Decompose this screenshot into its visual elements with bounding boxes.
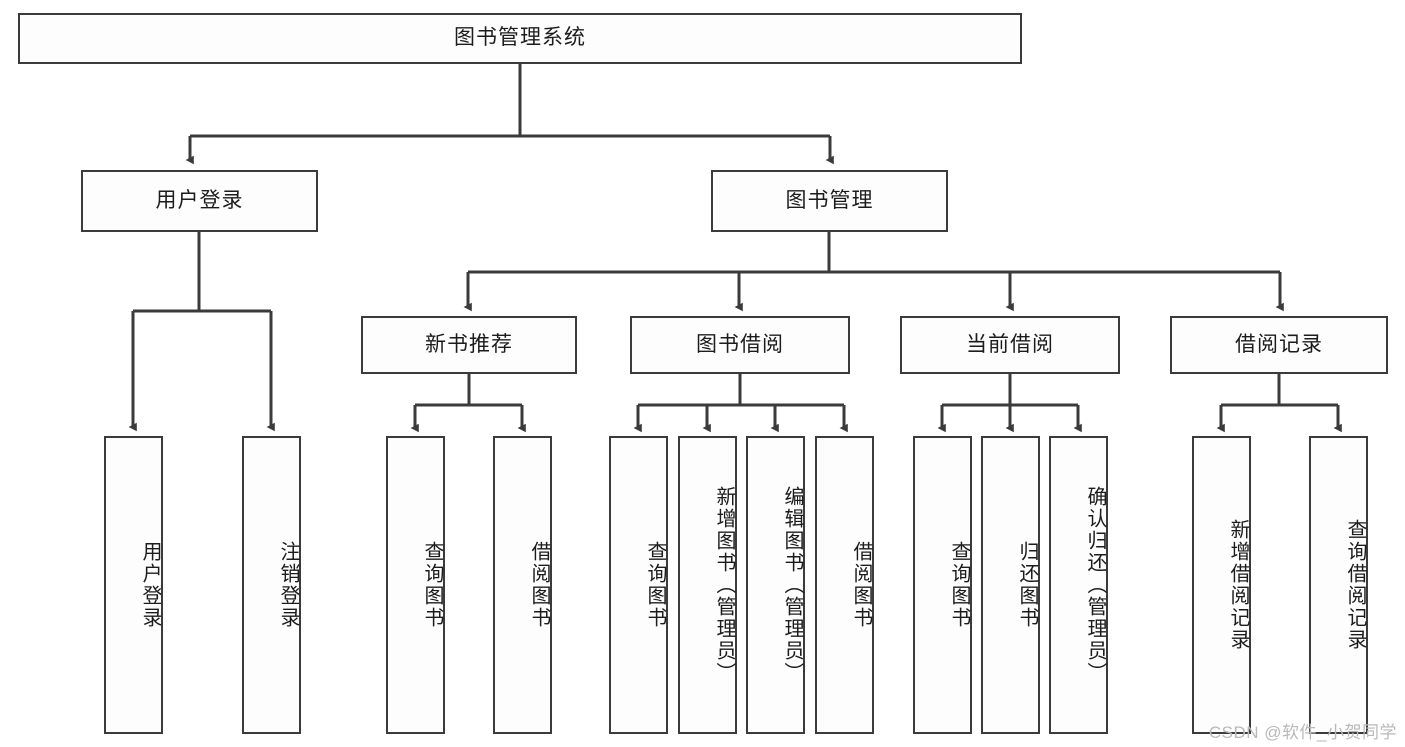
node-label: 确认归还（管理员） bbox=[1084, 486, 1106, 684]
node-leaf-add-book-admin[interactable]: 新增图书（管理员） bbox=[678, 436, 737, 734]
node-label: 新增图书（管理员） bbox=[713, 486, 735, 684]
node-label: 注销登录 bbox=[277, 541, 299, 629]
node-label: 查询图书 bbox=[948, 541, 970, 629]
node-label: 新增借阅记录 bbox=[1227, 519, 1249, 651]
node-root-system[interactable]: 图书管理系统 bbox=[18, 13, 1022, 64]
node-leaf-borrow-book[interactable]: 借阅图书 bbox=[815, 436, 874, 734]
node-leaf-confirm-return-admin[interactable]: 确认归还（管理员） bbox=[1049, 436, 1108, 734]
node-label: 借阅图书 bbox=[850, 541, 872, 629]
node-new-book-recommend[interactable]: 新书推荐 bbox=[361, 316, 577, 374]
node-label: 用户登录 bbox=[155, 188, 244, 212]
node-label: 当前借阅 bbox=[966, 332, 1054, 356]
node-leaf-add-borrow-record[interactable]: 新增借阅记录 bbox=[1192, 436, 1251, 734]
node-leaf-logout[interactable]: 注销登录 bbox=[242, 436, 301, 734]
node-leaf-user-login[interactable]: 用户登录 bbox=[104, 436, 163, 734]
node-leaf-query-book-current[interactable]: 查询图书 bbox=[913, 436, 972, 734]
node-label: 新书推荐 bbox=[425, 332, 513, 356]
node-book-management[interactable]: 图书管理 bbox=[711, 170, 948, 232]
node-label: 归还图书 bbox=[1016, 541, 1038, 629]
node-label: 图书管理系统 bbox=[454, 26, 586, 50]
node-label: 查询图书 bbox=[644, 541, 666, 629]
node-label: 用户登录 bbox=[139, 541, 161, 629]
node-user-login[interactable]: 用户登录 bbox=[81, 170, 318, 232]
node-leaf-borrow-book-recommend[interactable]: 借阅图书 bbox=[493, 436, 552, 734]
node-borrow-record[interactable]: 借阅记录 bbox=[1170, 316, 1388, 374]
node-leaf-query-book-recommend[interactable]: 查询图书 bbox=[386, 436, 445, 734]
watermark-text: CSDN @软件_小贺同学 bbox=[1208, 723, 1397, 742]
node-book-borrow[interactable]: 图书借阅 bbox=[630, 316, 850, 374]
node-label: 图书管理 bbox=[785, 188, 874, 212]
node-leaf-edit-book-admin[interactable]: 编辑图书（管理员） bbox=[746, 436, 805, 734]
node-label: 图书借阅 bbox=[696, 332, 784, 356]
node-label: 借阅图书 bbox=[528, 541, 550, 629]
node-label: 查询借阅记录 bbox=[1344, 519, 1366, 651]
node-leaf-query-book-borrow[interactable]: 查询图书 bbox=[609, 436, 668, 734]
node-label: 借阅记录 bbox=[1235, 332, 1323, 356]
node-label: 编辑图书（管理员） bbox=[781, 486, 803, 684]
node-current-borrow[interactable]: 当前借阅 bbox=[900, 316, 1120, 374]
node-leaf-query-borrow-record[interactable]: 查询借阅记录 bbox=[1309, 436, 1368, 734]
node-label: 查询图书 bbox=[421, 541, 443, 629]
node-leaf-return-book[interactable]: 归还图书 bbox=[981, 436, 1040, 734]
